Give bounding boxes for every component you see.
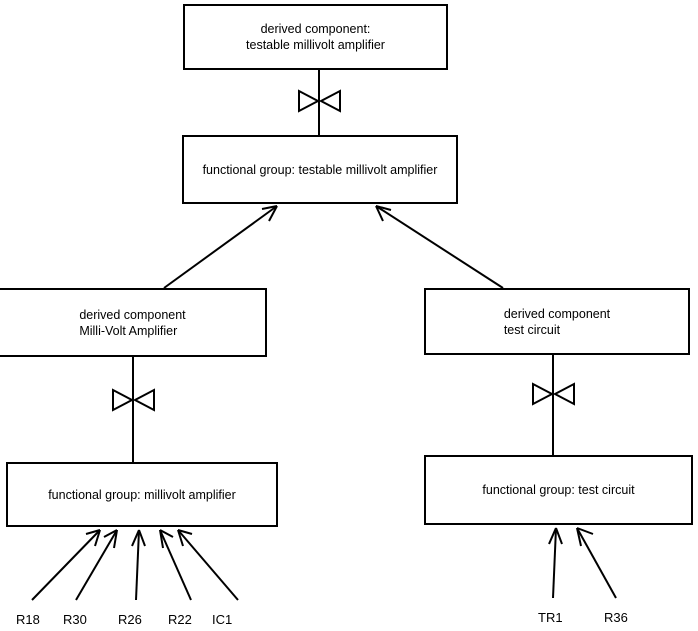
node-functional-group-millivolt-amplifier[interactable]: functional group: millivolt amplifier bbox=[6, 462, 278, 527]
open-arrowhead-icon bbox=[375, 205, 392, 222]
node-label: functional group: test circuit bbox=[482, 483, 635, 497]
leaf-connector-TR1 bbox=[548, 527, 563, 599]
bowtie-icon bbox=[532, 382, 575, 406]
node-label: functional group: testable millivolt amp… bbox=[202, 162, 438, 177]
node-derived-component-test-circuit[interactable]: derived component test circuit bbox=[424, 288, 690, 355]
leaf-label-TR1: TR1 bbox=[538, 610, 563, 625]
leaf-label-R36: R36 bbox=[604, 610, 628, 625]
leaf-label-R22: R22 bbox=[168, 612, 192, 627]
node-functional-group-test-circuit[interactable]: functional group: test circuit bbox=[424, 455, 693, 525]
node-derived-component-testable-millivolt-amplifier[interactable]: derived component: testable millivolt am… bbox=[183, 4, 448, 70]
connector-derived-testcircuit-to-fg-testable bbox=[375, 205, 504, 289]
leaf-connector-R22 bbox=[159, 529, 192, 601]
connector-derived-testcircuit-to-fg-testcircuit bbox=[532, 355, 575, 455]
node-derived-component-milli-volt-amplifier[interactable]: derived component Milli-Volt Amplifier bbox=[0, 288, 267, 357]
leaf-connector-R30 bbox=[75, 529, 118, 601]
leaf-connector-R36 bbox=[576, 527, 617, 599]
connector-derived-mvamp-to-fg-mvamp bbox=[112, 357, 155, 462]
leaf-connector-R18 bbox=[31, 529, 101, 601]
leaf-label-R18: R18 bbox=[16, 612, 40, 627]
open-arrowhead-icon bbox=[261, 205, 278, 222]
leaf-label-R26: R26 bbox=[118, 612, 142, 627]
node-label: functional group: millivolt amplifier bbox=[48, 487, 236, 502]
node-label: derived component Milli-Volt Amplifier bbox=[79, 307, 186, 338]
bowtie-icon bbox=[112, 388, 155, 412]
leaf-label-R30: R30 bbox=[63, 612, 87, 627]
bowtie-icon bbox=[298, 89, 341, 113]
node-label: derived component: testable millivolt am… bbox=[246, 22, 385, 52]
leaf-connector-R26 bbox=[131, 529, 146, 601]
connector-derived-mvamp-to-fg-testable bbox=[163, 205, 278, 289]
node-functional-group-testable-millivolt-amplifier[interactable]: functional group: testable millivolt amp… bbox=[182, 135, 458, 204]
connector-derived-testable-to-fg-testable bbox=[298, 70, 341, 135]
node-label: derived component test circuit bbox=[503, 306, 611, 337]
leaf-label-IC1: IC1 bbox=[212, 612, 233, 627]
leaf-connector-IC1 bbox=[177, 529, 239, 601]
